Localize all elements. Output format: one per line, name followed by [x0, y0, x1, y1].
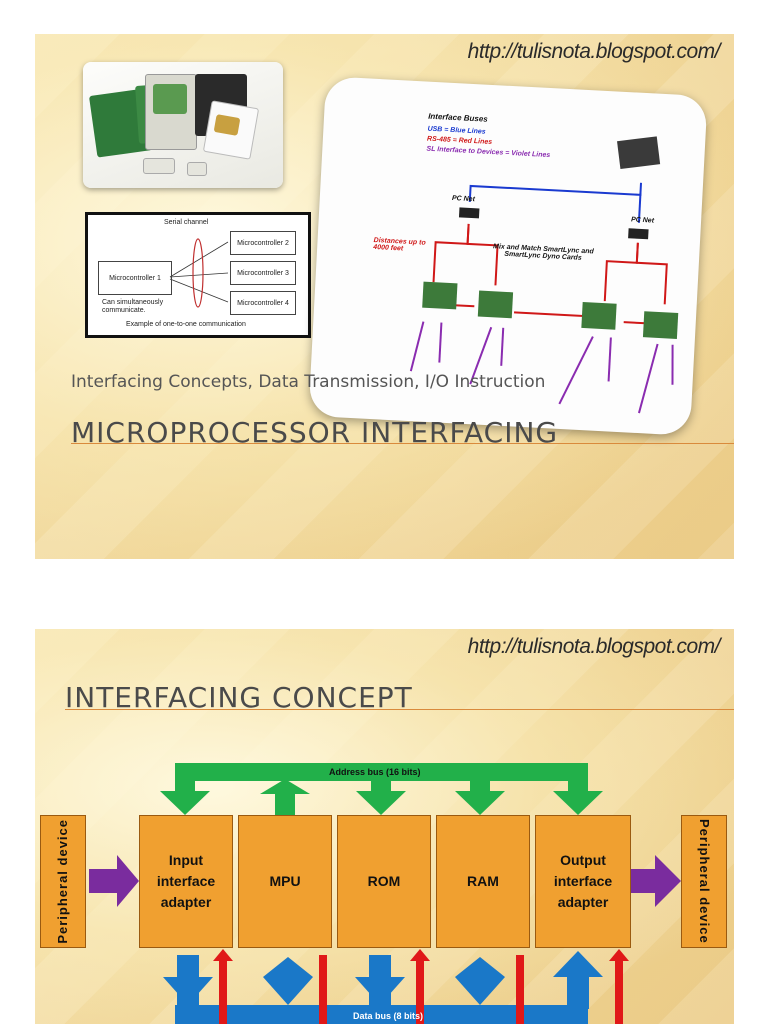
- ram-block: RAM: [436, 815, 530, 948]
- peripheral-device-right: Peripheral device: [681, 815, 727, 948]
- communication-lines: [169, 238, 229, 308]
- network-diagram-picture: Interface Buses USB = Blue Lines RS-485 …: [308, 76, 708, 436]
- serial-channel-label: Serial channel: [164, 219, 209, 226]
- slide-subtitle: Interfacing Concepts, Data Transmission,…: [71, 372, 546, 392]
- slide-2: http://tulisnota.blogspot.com/ INTERFACI…: [35, 629, 734, 1024]
- blog-url[interactable]: http://tulisnota.blogspot.com/: [467, 40, 721, 63]
- network-links: [409, 136, 679, 414]
- control-lines: [213, 949, 629, 1024]
- master-box: Microcontroller 1: [98, 261, 172, 295]
- input-interface-adapter: Input interface adapter: [139, 815, 233, 948]
- address-bus: [160, 763, 603, 815]
- distance-label: Distances up to 4000 feet: [373, 236, 426, 253]
- slave-box-1: Microcontroller 2: [230, 231, 296, 255]
- blog-url[interactable]: http://tulisnota.blogspot.com/: [467, 635, 721, 658]
- pc-net-left: PC Net: [451, 194, 476, 204]
- slave-box-2: Microcontroller 3: [230, 261, 296, 285]
- rom-block: ROM: [337, 815, 431, 948]
- output-interface-adapter: Output interface adapter: [535, 815, 631, 948]
- figure-caption: Example of one-to-one communication: [126, 321, 246, 328]
- mpu-block: MPU: [238, 815, 332, 948]
- bus-diagram: [89, 763, 681, 1024]
- one-to-one-communication-figure: Microcontroller 1 Microcontroller 2 Micr…: [85, 212, 311, 338]
- io-arrows: [89, 855, 681, 907]
- trainer-kit-photo: [83, 62, 283, 188]
- slave-box-3: Microcontroller 4: [230, 291, 296, 315]
- data-bus: [163, 951, 603, 1024]
- pc-net-right: PC Net: [630, 216, 655, 225]
- address-bus-label: Address bus (16 bits): [329, 767, 421, 777]
- title-rule: [71, 443, 734, 444]
- slide-title: INTERFACING CONCEPT: [65, 681, 413, 714]
- title-rule: [65, 709, 734, 710]
- data-bus-label: Data bus (8 bits): [353, 1011, 424, 1021]
- peripheral-device-left: Peripheral device: [40, 815, 86, 948]
- note-label: Can simultaneously communicate.: [102, 299, 164, 314]
- slide-1: http://tulisnota.blogspot.com/ Microcont…: [35, 34, 734, 559]
- slide-title: MICROPROCESSOR INTERFACING: [71, 416, 559, 449]
